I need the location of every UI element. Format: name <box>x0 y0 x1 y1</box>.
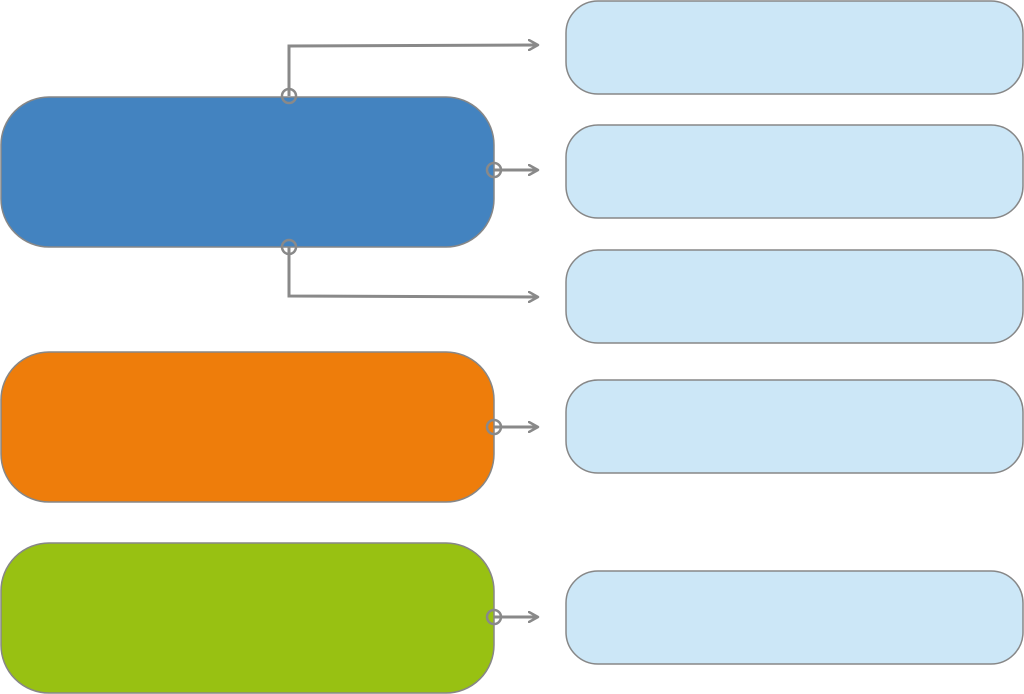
source-node-blue-shape[interactable] <box>0 96 495 248</box>
source-node-orange-shape[interactable] <box>0 351 495 503</box>
target-node-3-shape[interactable] <box>565 249 1024 344</box>
connection-point-green-right <box>485 608 503 626</box>
target-node-4[interactable] <box>565 379 1024 474</box>
target-node-5-shape[interactable] <box>565 570 1024 665</box>
target-node-3[interactable] <box>565 249 1024 344</box>
target-node-2[interactable] <box>565 124 1024 219</box>
source-node-green[interactable] <box>0 542 495 694</box>
connection-point-blue-top <box>280 87 298 105</box>
connector-blue-to-target-3 <box>287 247 538 297</box>
connection-point-blue-right <box>485 161 503 179</box>
source-nodes <box>0 96 495 694</box>
connection-points <box>280 87 503 626</box>
connector-blue-to-target-1 <box>287 45 538 96</box>
target-node-4-shape[interactable] <box>565 379 1024 474</box>
target-node-2-shape[interactable] <box>565 124 1024 219</box>
source-node-blue[interactable] <box>0 96 495 248</box>
target-node-1-shape[interactable] <box>565 0 1024 95</box>
target-node-1[interactable] <box>565 0 1024 95</box>
target-node-5[interactable] <box>565 570 1024 665</box>
source-node-orange[interactable] <box>0 351 495 503</box>
source-node-green-shape[interactable] <box>0 542 495 694</box>
target-nodes <box>565 0 1024 665</box>
connection-point-orange-right <box>485 418 503 436</box>
connection-point-blue-bottom <box>280 238 298 256</box>
